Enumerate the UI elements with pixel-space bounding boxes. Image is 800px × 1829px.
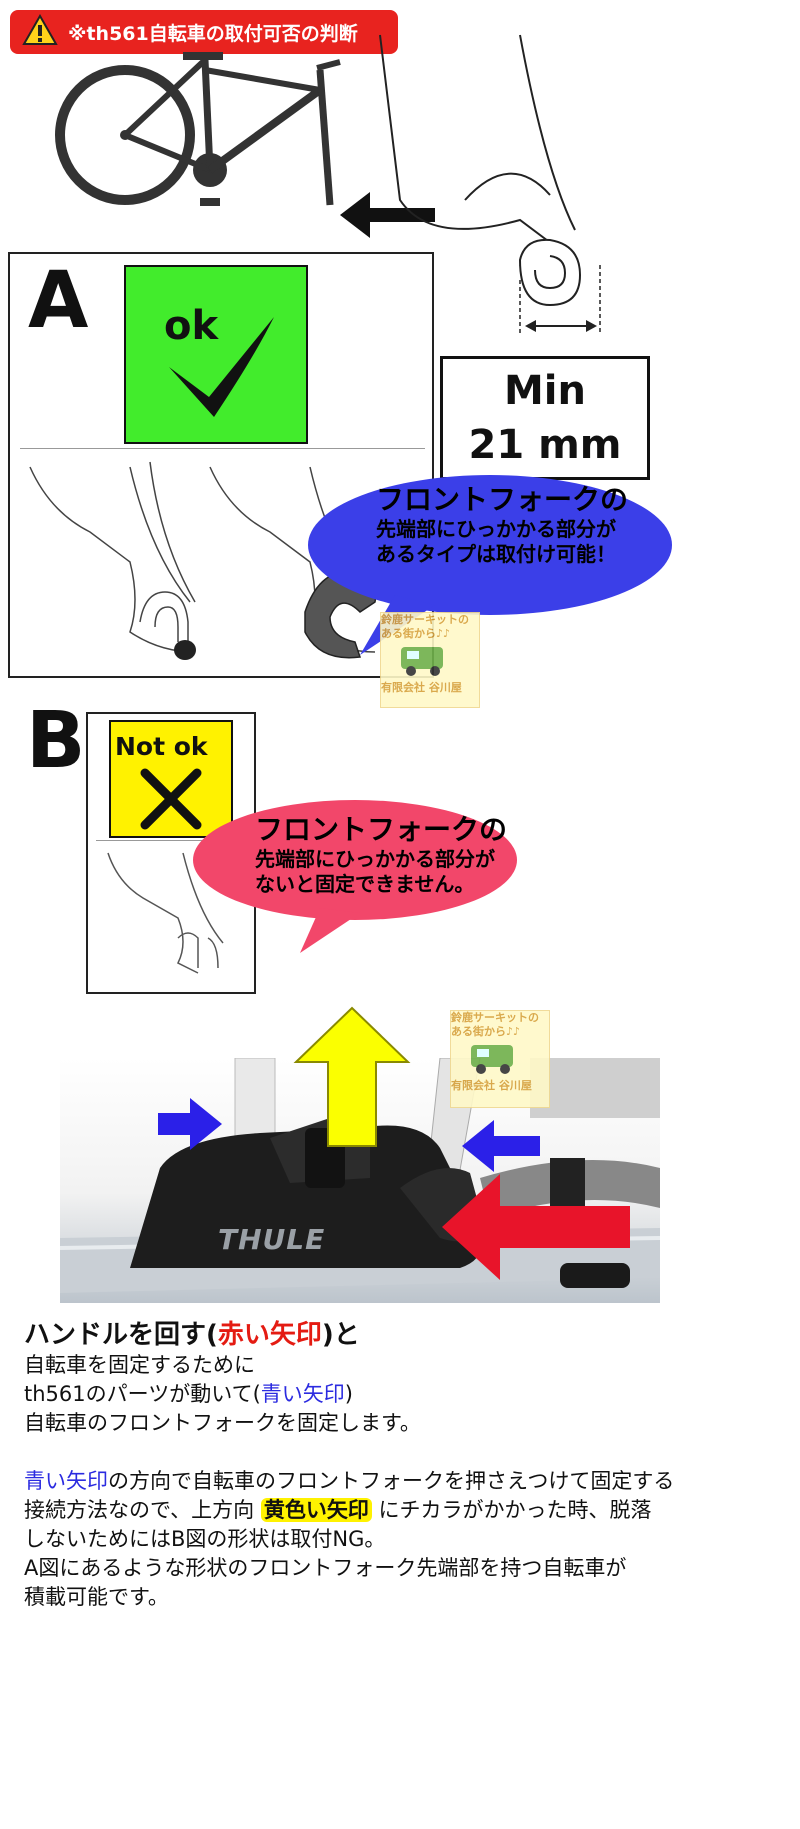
cross-icon [140, 768, 202, 830]
bubble-a-line1: 先端部にひっかかる部分が [376, 517, 616, 541]
explanation-line3: th561のパーツが動いて(青い矢印) [24, 1380, 353, 1409]
heading-paren-open: ( [206, 1320, 218, 1350]
explanation-line4: 自転車のフロントフォークを固定します。 [24, 1411, 421, 1435]
line5-text: の方向で自転車のフロントフォークを押さえつけて固定する [108, 1469, 675, 1493]
section-b-letter: B [26, 696, 86, 786]
bicycle-illustration [55, 52, 341, 206]
min-value: 21 mm [468, 422, 622, 468]
watermark-line3: 有限会社 谷川屋 [381, 681, 462, 694]
fork-dropout-drawing [379, 34, 601, 335]
explanation-line2: 自転車を固定するために [24, 1353, 255, 1377]
watermark2-line3: 有限会社 谷川屋 [451, 1079, 532, 1092]
watermark2-line2: ある街から♪♪ [451, 1025, 521, 1038]
blue-arrow-label: 青い矢印 [260, 1382, 345, 1406]
car-icon [401, 647, 443, 676]
watermark-logo: 鈴鹿サーキットの ある街から♪♪ 有限会社 谷川屋 [380, 612, 480, 708]
section-a-letter: A [28, 256, 89, 346]
blue-arrow-label-2: 青い矢印 [24, 1469, 108, 1493]
explanation-line9: 積載可能です。 [24, 1585, 169, 1609]
not-ok-label: Not ok [115, 732, 208, 761]
blue-right-arrow-left [158, 1098, 222, 1150]
bubble-b-title: フロントフォークの [255, 813, 508, 846]
car-icon [471, 1045, 513, 1074]
red-arrow-label: 赤い矢印 [217, 1320, 322, 1350]
bubble-a-text: フロントフォークの 先端部にひっかかる部分が あるタイプは取付け可能！ [376, 483, 628, 567]
fork-example-not-ok [107, 852, 224, 974]
explanation-line6: 接続方法なので、上方向 黄色い矢印 にチカラがかかった時、脱落 [24, 1496, 652, 1525]
heading-text: ハンドルを回す [24, 1320, 207, 1350]
explanation-line7: しないためにはB図の形状は取付NG。 [24, 1527, 386, 1551]
bubble-b-text: フロントフォークの 先端部にひっかかる部分が ないと固定できません。 [255, 813, 507, 897]
bubble-a-line2: あるタイプは取付け可能！ [376, 542, 616, 566]
watermark2-line1: 鈴鹿サーキットの [451, 1011, 539, 1024]
header-title: ※th561自転車の取付可否の判断 [68, 22, 358, 45]
pointer-arrow [340, 192, 435, 238]
bubble-b-line2: ないと固定できません。 [255, 872, 475, 896]
bubble-b-line1: 先端部にひっかかる部分が [255, 847, 495, 871]
heading-suffix: )と [321, 1320, 360, 1350]
watermark-logo-2: 鈴鹿サーキットの ある街から♪♪ 有限会社 谷川屋 [450, 1010, 550, 1108]
ok-label: ok [164, 303, 219, 349]
not-ok-badge: Not ok [109, 720, 233, 838]
min-label: Min [504, 368, 586, 414]
checkmark-icon [169, 317, 274, 417]
line6-suffix: にチカラがかかった時、脱落 [371, 1498, 652, 1522]
ok-badge: ok [124, 265, 308, 444]
warning-header: ※th561自転車の取付可否の判断 [10, 10, 398, 54]
warning-icon [22, 13, 58, 51]
explanation-heading: ハンドルを回す(赤い矢印)と [24, 1318, 360, 1352]
watermark-line1: 鈴鹿サーキットの [381, 613, 469, 626]
divider [20, 448, 425, 449]
blue-left-arrow-right [462, 1120, 540, 1172]
yellow-arrow-label: 黄色い矢印 [260, 1498, 372, 1522]
brand-logo: THULE [218, 1223, 326, 1256]
line6-prefix: 接続方法なので、上方向 [24, 1498, 261, 1522]
thule-mount-photo [60, 1058, 660, 1293]
explanation-line8: A図にあるような形状のフロントフォーク先端部を持つ自転車が [24, 1556, 627, 1580]
pink-speech-bubble [193, 800, 517, 953]
line3-suffix: ) [344, 1382, 353, 1406]
yellow-up-arrow [293, 1006, 411, 1147]
divider-b [96, 840, 246, 841]
red-left-arrow [442, 1174, 630, 1280]
min-measurement-box: Min 21 mm [440, 356, 650, 480]
line3-prefix: th561のパーツが動いて( [24, 1382, 261, 1406]
watermark-line2: ある街から♪♪ [381, 627, 451, 640]
bubble-a-title: フロントフォークの [376, 483, 629, 516]
explanation-line5: 青い矢印の方向で自転車のフロントフォークを押さえつけて固定する [24, 1467, 674, 1496]
